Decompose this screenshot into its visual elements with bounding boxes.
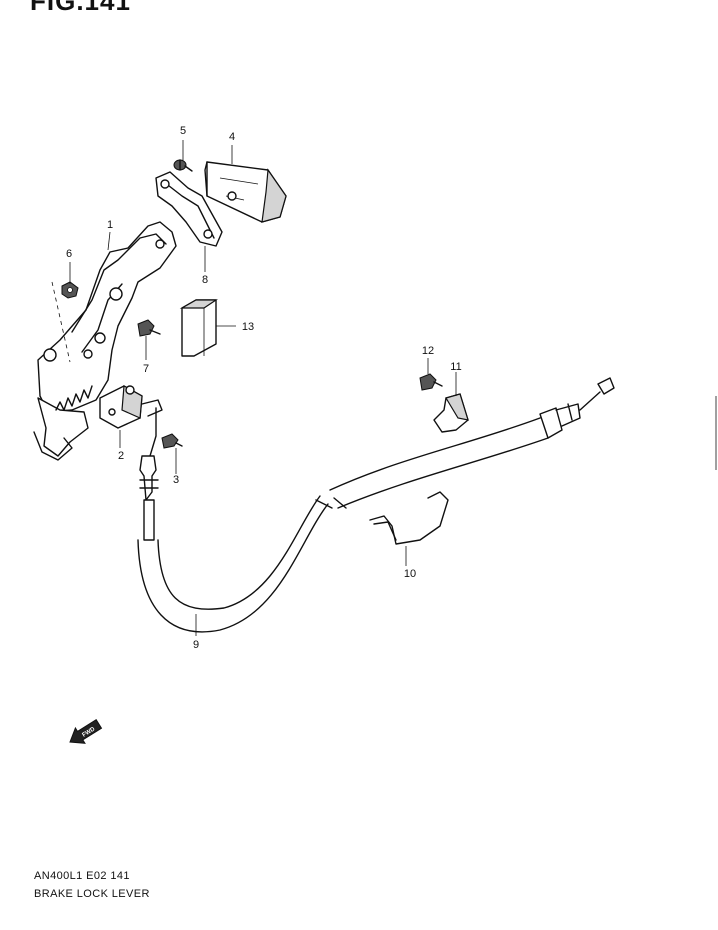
label-1: 1	[107, 219, 113, 231]
part-8-plate[interactable]	[155, 171, 223, 247]
label-10: 10	[404, 568, 416, 580]
part-4-pad[interactable]	[204, 161, 287, 223]
label-7: 7	[143, 363, 149, 375]
part-9-cable[interactable]	[137, 377, 615, 633]
label-13: 13	[242, 321, 254, 333]
part-6-nut[interactable]	[61, 281, 79, 299]
part-10-clip[interactable]	[369, 491, 449, 545]
label-2: 2	[118, 450, 124, 462]
part-12-bolt[interactable]	[419, 373, 443, 391]
label-12: 12	[422, 345, 434, 357]
fwd-arrow-icon: FWD	[69, 719, 103, 744]
part-labels: 5 4 1 6 8 13 7 2 3 12 11 10 9	[66, 125, 462, 651]
label-8: 8	[202, 274, 208, 286]
part-3-screw[interactable]	[161, 433, 183, 449]
part-2-switch[interactable]	[99, 385, 163, 457]
diagram-code: AN400L1 E02 141	[34, 870, 130, 882]
label-5: 5	[180, 125, 186, 137]
part-13-block[interactable]	[179, 299, 218, 357]
label-6: 6	[66, 248, 72, 260]
part-7-bolt[interactable]	[137, 319, 161, 337]
leader-lines	[69, 140, 457, 636]
part-5-screw[interactable]	[173, 159, 193, 172]
figure-title: FIG.141	[30, 0, 131, 16]
label-11: 11	[450, 361, 461, 373]
part-1-lever-assembly[interactable]	[33, 221, 177, 461]
part-11-clamp[interactable]	[433, 393, 469, 433]
label-9: 9	[193, 639, 199, 651]
label-3: 3	[173, 474, 179, 486]
diagram-name: BRAKE LOCK LEVER	[34, 888, 150, 900]
label-4: 4	[229, 131, 235, 143]
